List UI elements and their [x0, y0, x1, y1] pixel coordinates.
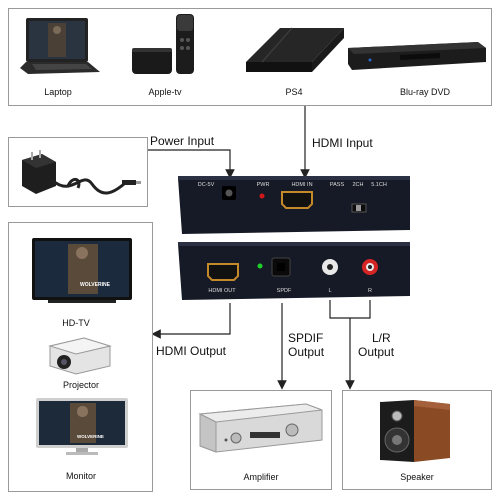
- hdmi-output-label: HDMI Output: [156, 344, 227, 358]
- monitor-image: WOLVERINE: [32, 396, 132, 458]
- projector-label: Projector: [62, 380, 99, 390]
- amplifier-image: [196, 400, 326, 460]
- converter-input-panel: [176, 172, 412, 236]
- laptop-label: Laptop: [44, 87, 72, 97]
- bluray-label: Blu-ray DVD: [399, 87, 450, 97]
- ps4-image: [240, 18, 350, 84]
- apple-tv-label: Apple-tv: [148, 87, 182, 97]
- lr-output-label-line2: Output: [358, 345, 395, 359]
- power-input-label: Power Input: [150, 134, 215, 148]
- spdif-output-label-line1: SPDIF: [288, 331, 324, 345]
- spdif-output-label-line2: Output: [288, 345, 325, 359]
- monitor-screen-text: WOLVERINE: [77, 434, 104, 439]
- hdtv-image: WOLVERINE: [28, 236, 138, 310]
- port-label-dc5v: DC-5V: [197, 182, 215, 188]
- port-label-spdf: SPDF: [276, 288, 292, 294]
- converter-output-panel: [176, 240, 412, 304]
- apple-tv-image: [120, 10, 210, 86]
- port-label-51ch: 5.1CH: [371, 182, 387, 188]
- hdtv-label: HD-TV: [62, 318, 90, 328]
- projector-image: [44, 332, 114, 378]
- bluray-image: [340, 34, 490, 78]
- port-label-hdmi-in: HDMI IN: [291, 182, 313, 188]
- power-adapter-image: [12, 140, 146, 204]
- ps4-label: PS4: [285, 87, 303, 97]
- hdtv-screen-text: WOLVERINE: [80, 282, 110, 288]
- monitor-label: Monitor: [65, 471, 96, 481]
- lr-output-label-line1: L/R: [372, 331, 391, 345]
- laptop-image: [18, 14, 102, 84]
- speaker-image: [370, 396, 466, 466]
- port-label-l: L: [328, 288, 332, 294]
- port-label-pwr: PWR: [256, 182, 270, 188]
- port-label-hdmi-out: HDMI OUT: [208, 288, 236, 294]
- hdmi-input-label: HDMI Input: [312, 136, 373, 150]
- port-label-pass: PASS: [329, 182, 345, 188]
- amplifier-label: Amplifier: [243, 472, 279, 482]
- speaker-label: Speaker: [400, 472, 434, 482]
- port-label-2ch: 2CH: [352, 182, 364, 188]
- port-label-r: R: [368, 288, 372, 294]
